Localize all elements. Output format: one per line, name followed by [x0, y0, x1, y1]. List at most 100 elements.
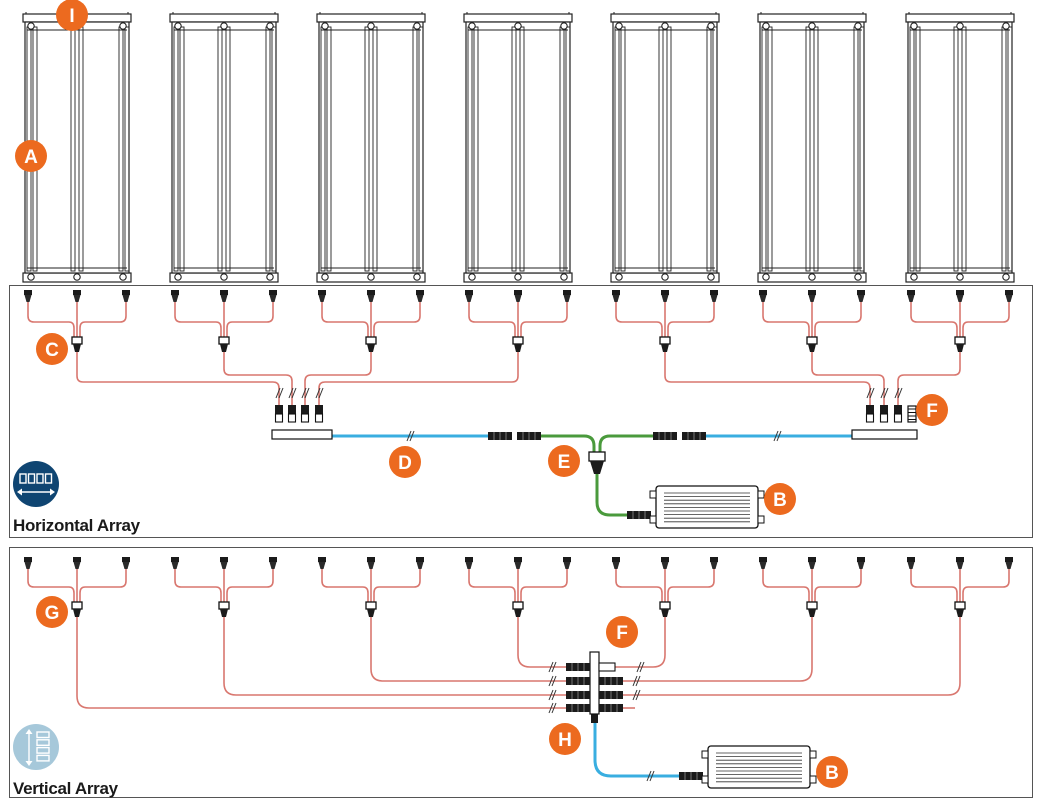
- plug-neck: [759, 562, 767, 569]
- panel-screw: [119, 273, 127, 281]
- y-splitter: [365, 601, 377, 617]
- connector-plug: [171, 290, 179, 302]
- branch-cable: [321, 302, 369, 337]
- panel-bar: [326, 26, 332, 272]
- callout-horizontal-4: B: [764, 483, 796, 515]
- icon-panel: [27, 473, 36, 484]
- panel-screw: [910, 273, 918, 281]
- hub-left-connector: [566, 691, 590, 699]
- icon-panel: [36, 473, 44, 484]
- panel-screw: [707, 273, 715, 281]
- icon-panel: [36, 739, 50, 746]
- plug-neck: [907, 562, 915, 569]
- panel-bar: [915, 26, 921, 272]
- branch-cable: [79, 302, 127, 337]
- icon-disc: [13, 724, 59, 770]
- panel-bar: [418, 26, 424, 272]
- callout-letter: E: [558, 452, 571, 473]
- hub-body: [589, 651, 600, 715]
- callout-letter: B: [825, 763, 839, 784]
- callout-top-0: I: [56, 0, 88, 31]
- icon-arrow-head: [17, 488, 22, 496]
- callout-badge: [549, 723, 581, 755]
- splitter-cable: [541, 434, 596, 452]
- plug-body: [661, 557, 669, 562]
- panel-screw: [910, 22, 918, 30]
- plug-neck: [857, 295, 865, 302]
- plug-neck: [759, 295, 767, 302]
- hub-output-connector: [591, 714, 598, 723]
- psu-mount: [809, 775, 817, 784]
- connector-plug: [563, 557, 571, 569]
- panel-screw: [73, 273, 81, 281]
- cable-break-mark: [551, 702, 557, 714]
- splitter-neck: [956, 344, 964, 352]
- plug-body: [710, 557, 718, 562]
- psu-mount: [809, 750, 817, 759]
- splitter-neck: [220, 344, 228, 352]
- upright-connector: [300, 405, 310, 423]
- panel-bar: [961, 26, 967, 272]
- psu-mount: [757, 490, 765, 499]
- plug-neck: [465, 562, 473, 569]
- panel-bar: [519, 26, 525, 272]
- y-splitter: [512, 336, 524, 352]
- callout-top-1: A: [15, 140, 47, 172]
- run-cable: [223, 617, 566, 696]
- plug-neck: [907, 295, 915, 302]
- plug-body: [514, 557, 522, 562]
- panel-screw: [707, 22, 715, 30]
- plug-body: [24, 290, 32, 295]
- hub-left-connector: [566, 663, 590, 671]
- callout-badge: [764, 483, 796, 515]
- connector-plug: [514, 557, 522, 569]
- callout-letter: A: [24, 147, 38, 168]
- panel-frame: [171, 21, 277, 274]
- led-panel: [905, 12, 1015, 283]
- branch-cable: [226, 302, 274, 337]
- plug-body: [759, 290, 767, 295]
- y-splitter: [954, 336, 966, 352]
- panel-screw: [1002, 273, 1010, 281]
- panel-screw: [615, 273, 623, 281]
- plug-body: [759, 557, 767, 562]
- y-splitter: [954, 601, 966, 617]
- plug-neck: [956, 562, 964, 569]
- splitter-neck: [661, 609, 669, 617]
- splitter-connector: [517, 432, 541, 440]
- plug-neck: [24, 295, 32, 302]
- callout-badge: [916, 394, 948, 426]
- plug-body: [710, 290, 718, 295]
- splitter-neck: [808, 344, 816, 352]
- y-splitter: [218, 336, 230, 352]
- callout-letter: I: [69, 6, 74, 27]
- panel-bar: [271, 26, 277, 272]
- led-panel: [316, 12, 426, 283]
- splitter-head: [806, 601, 818, 610]
- splitter-neck: [367, 609, 375, 617]
- plug-body: [73, 290, 81, 295]
- branch-cable: [667, 569, 715, 602]
- splitter-head: [218, 601, 230, 610]
- panel-screw: [854, 273, 862, 281]
- led-panel: [610, 12, 720, 283]
- horizontal-array-frame: [9, 285, 1033, 538]
- power-supply-vertical: [701, 745, 817, 789]
- cable-break-mark: [551, 661, 557, 673]
- plug-body: [24, 557, 32, 562]
- connector-plug: [24, 290, 32, 302]
- panel-screw: [560, 273, 568, 281]
- callout-vertical-1: F: [606, 616, 638, 648]
- callout-badge: [606, 616, 638, 648]
- upright-connector: [287, 405, 297, 423]
- callout-badge: [56, 0, 88, 31]
- power-hub-vertical: [589, 651, 600, 715]
- plug-neck: [367, 295, 375, 302]
- panel-screw: [266, 273, 274, 281]
- cable-break-mark: [275, 387, 281, 399]
- connector-plug: [661, 290, 669, 302]
- cable-break-mark: [288, 387, 294, 399]
- panel-screw: [468, 22, 476, 30]
- branch-cable: [226, 569, 274, 602]
- connector-plug: [24, 557, 32, 569]
